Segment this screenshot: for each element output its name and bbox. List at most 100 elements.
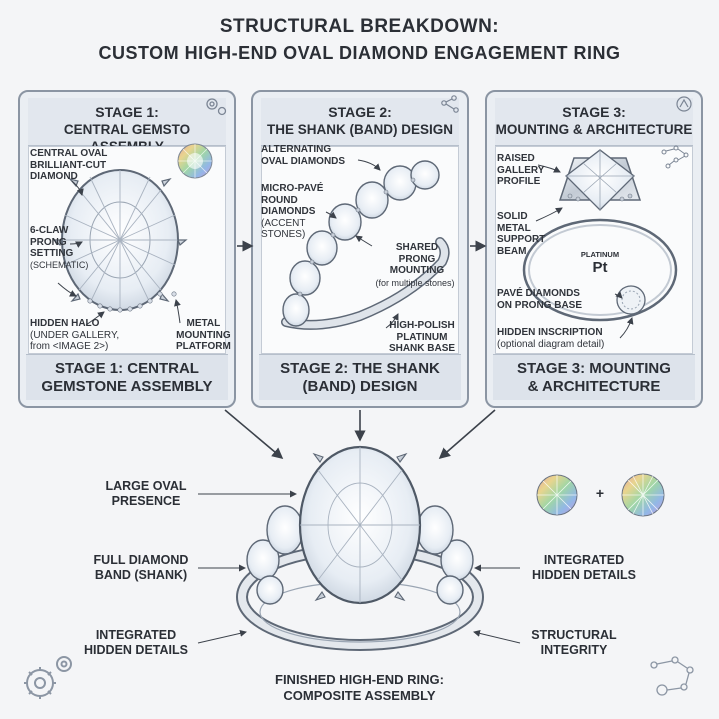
- label-line: INTEGRITY: [540, 643, 608, 657]
- molecule-icon: [441, 95, 459, 113]
- label-line: RAISED: [497, 153, 535, 164]
- label-line: INTEGRATED: [543, 553, 625, 567]
- label-line: (ACCENT: [261, 217, 306, 229]
- integrated-hidden-details-right-label: INTEGRATED HIDDEN DETAILS: [520, 553, 648, 583]
- stage-2-header: STAGE 2: THE SHANK (BAND) DESIGN: [261, 98, 459, 146]
- label-line: STRUCTURAL: [531, 628, 617, 642]
- label-line: LARGE OVAL: [105, 479, 187, 493]
- label-line: HIDDEN DETAILS: [532, 568, 636, 582]
- label-line: GALLERY: [497, 164, 545, 176]
- shared-prong-mounting-label: SHARED PRONG MOUNTING: [372, 242, 462, 277]
- platinum-stamp: PLATINUM Pt: [575, 250, 625, 276]
- full-diamond-band-label: FULL DIAMOND BAND (SHANK): [82, 553, 200, 583]
- raised-gallery-profile-label: RAISED GALLERY PROFILE: [497, 153, 544, 188]
- plus-sign: +: [595, 485, 605, 501]
- stage-1-title: STAGE 1:: [95, 104, 159, 120]
- stage-2-footer: STAGE 2: THE SHANK (BAND) DESIGN: [259, 354, 461, 400]
- stage-2-footer-line-1: STAGE 2: THE SHANK: [280, 360, 440, 377]
- final-caption: FINISHED HIGH-END RING: COMPOSITE ASSEMB…: [0, 672, 719, 704]
- alternating-oval-diamonds-label: ALTERNATING OVAL DIAMONDS: [261, 144, 345, 167]
- final-caption-line-1: FINISHED HIGH-END RING:: [275, 672, 444, 687]
- composite-ring-illustration: [236, 445, 484, 651]
- stage-3-title: STAGE 3:: [562, 104, 626, 120]
- label-line: (SCHEMATIC): [30, 259, 89, 270]
- label-line: METAL: [497, 222, 531, 234]
- platinum-symbol: Pt: [592, 259, 608, 276]
- spark-icon: [676, 96, 692, 112]
- micro-pave-round-diamonds-label: MICRO-PAVÉ ROUND DIAMONDS (ACCENT STONES…: [261, 183, 323, 241]
- integrated-hidden-details-left-label: INTEGRATED HIDDEN DETAILS: [72, 628, 200, 658]
- label-line: PRONG: [30, 236, 67, 248]
- label-line: FULL DIAMOND: [93, 553, 189, 567]
- label-line: SOLID: [497, 211, 528, 222]
- title-line-2: CUSTOM HIGH-END OVAL DIAMOND ENGAGEMENT …: [98, 43, 621, 63]
- stage-3-footer-line-1: STAGE 3: MOUNTING: [517, 360, 671, 377]
- label-line: HIDDEN INSCRIPTION: [497, 327, 603, 338]
- label-line: MICRO-PAVÉ: [261, 183, 324, 194]
- label-line: SHANK BASE: [388, 343, 456, 354]
- stage-3-footer-line-2: & ARCHITECTURE: [527, 378, 661, 395]
- platinum-text: PLATINUM: [580, 250, 620, 259]
- stage-flow-arrows: [224, 240, 496, 460]
- label-line: HIDDEN HALO: [30, 318, 100, 329]
- label-line: 6-CLAW: [30, 225, 69, 236]
- label-line: SHARED: [395, 242, 439, 253]
- hidden-halo-label: HIDDEN HALO (UNDER GALLERY, from <IMAGE …: [30, 318, 119, 353]
- stage-3-subtitle: MOUNTING & ARCHITECTURE: [495, 122, 693, 137]
- label-line: (optional diagram detail): [497, 338, 605, 350]
- label-line: OVAL DIAMONDS: [261, 155, 346, 167]
- central-oval-diamond-label: CENTRAL OVAL BRILLIANT-CUT DIAMOND: [30, 148, 107, 183]
- high-polish-platinum-label: HIGH-POLISH PLATINUM SHANK BASE: [384, 320, 460, 355]
- solid-metal-support-beam-label: SOLID METAL SUPPORT BEAM: [497, 211, 545, 257]
- label-line: DIAMONDS: [261, 206, 316, 217]
- label-line: SUPPORT: [497, 234, 546, 245]
- ring-mounting-illustration: [522, 149, 678, 322]
- label-line: PRONG: [398, 253, 436, 265]
- gem-color-wheel-icon: [177, 143, 213, 179]
- oval-diamond-schematic: [52, 169, 188, 313]
- stage-3-footer: STAGE 3: MOUNTING & ARCHITECTURE: [493, 354, 695, 400]
- molecule-icon: [650, 656, 694, 696]
- label-line: PRESENCE: [111, 494, 181, 508]
- label-line: HIDDEN DETAILS: [84, 643, 188, 657]
- label-line: PAVÉ DIAMONDS: [497, 288, 580, 299]
- diamond-band-illustration: [281, 160, 450, 330]
- composite-leader-lines: [197, 490, 521, 644]
- label-line: ON PRONG BASE: [497, 299, 583, 311]
- gear-icon: [206, 98, 227, 116]
- stage-2-subtitle: THE SHANK (BAND) DESIGN: [266, 122, 453, 137]
- diamond-color-icons: [536, 473, 665, 517]
- label-line: CENTRAL OVAL: [30, 148, 108, 159]
- label-line: PLATFORM: [176, 341, 231, 352]
- stage-2-leader-lines: [325, 159, 399, 329]
- label-line: PLATINUM: [396, 331, 448, 343]
- title-line-1: STRUCTURAL BREAKDOWN:: [219, 16, 500, 37]
- pave-diamonds-prong-base-label: PAVÉ DIAMONDS ON PRONG BASE: [497, 288, 582, 311]
- label-line: (UNDER GALLERY,: [30, 329, 120, 341]
- label-line: PROFILE: [497, 176, 541, 187]
- structural-integrity-label: STRUCTURAL INTEGRITY: [520, 628, 628, 658]
- label-line: INTEGRATED: [95, 628, 177, 642]
- label-line: ROUND: [261, 194, 298, 206]
- molecule-icon: [661, 145, 689, 169]
- six-claw-prong-label: 6-CLAW PRONG SETTING (SCHEMATIC): [30, 225, 88, 271]
- final-caption-line-2: COMPOSITE ASSEMBLY: [283, 688, 436, 703]
- label-line: BEAM: [497, 245, 527, 257]
- stage-3-header: STAGE 3: MOUNTING & ARCHITECTURE: [495, 98, 693, 146]
- stage-1-footer-line-1: STAGE 1: CENTRAL: [55, 360, 199, 377]
- page-title: STRUCTURAL BREAKDOWN: CUSTOM HIGH-END OV…: [0, 14, 719, 66]
- label-line: BRILLIANT-CUT: [30, 159, 107, 171]
- gear-icon: [24, 656, 72, 699]
- label-line: HIGH-POLISH: [389, 320, 455, 331]
- stage-1-leader-lines: [57, 180, 181, 326]
- label-line: DIAMOND: [30, 171, 78, 182]
- metal-mounting-platform-label: METAL MOUNTING PLATFORM: [176, 318, 231, 353]
- label-line: BAND (SHANK): [94, 568, 188, 582]
- stage-1-footer-line-2: GEMSTONE ASSEMBLY: [41, 378, 213, 395]
- large-oval-presence-label: LARGE OVAL PRESENCE: [92, 479, 200, 509]
- label-line: MOUNTING: [389, 265, 445, 276]
- stage-2-footer-line-2: (BAND) DESIGN: [302, 378, 418, 395]
- label-line: MOUNTING: [176, 329, 231, 341]
- label-line: STONES): [261, 229, 306, 240]
